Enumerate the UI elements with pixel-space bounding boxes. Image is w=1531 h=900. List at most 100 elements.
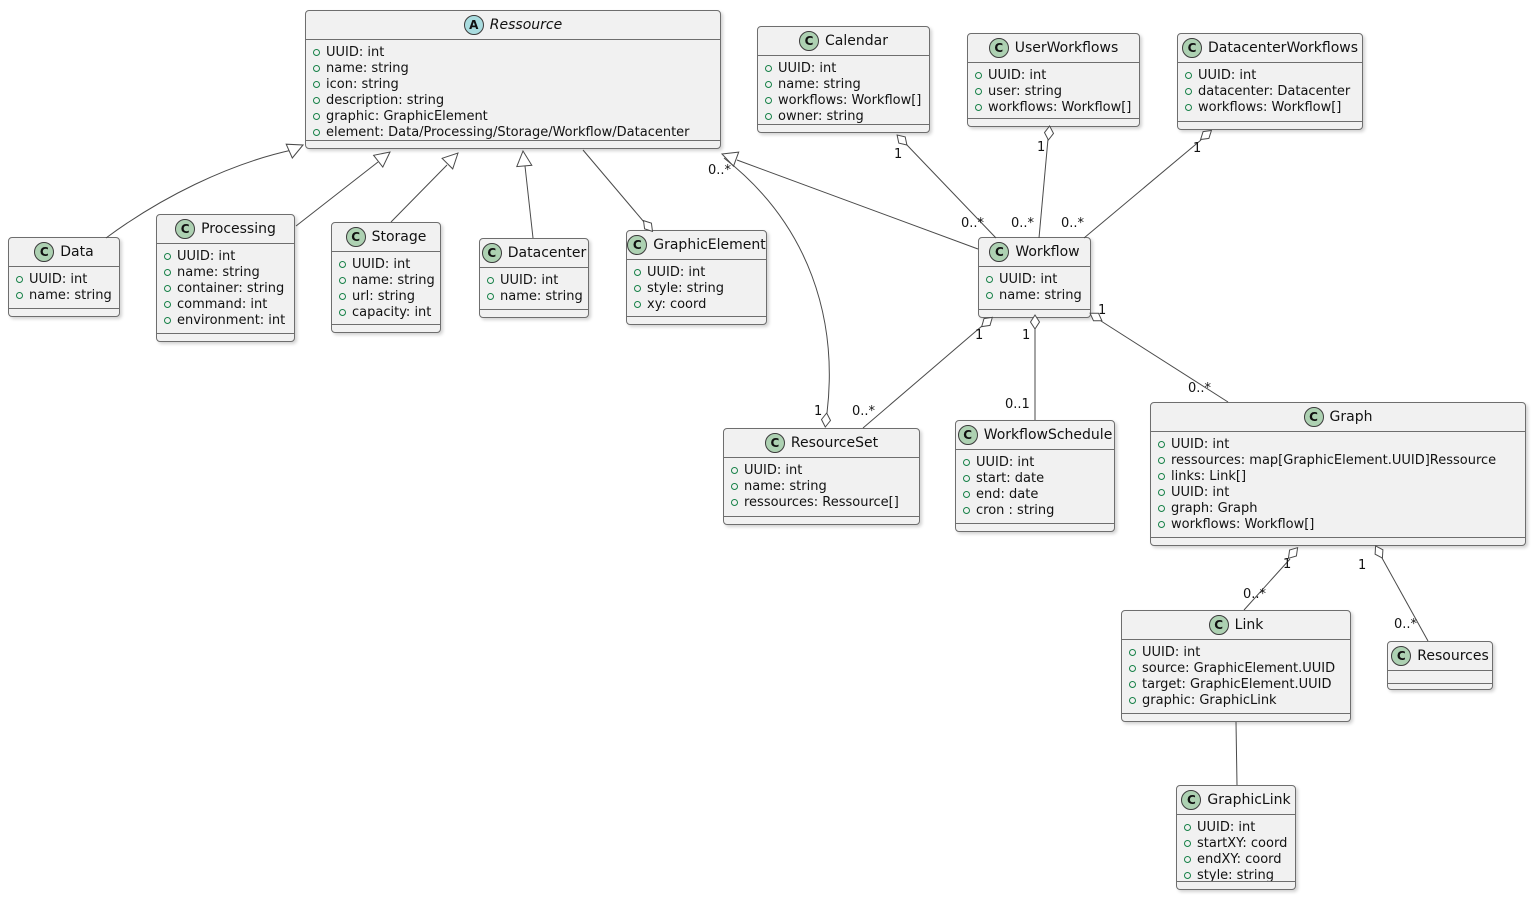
attribute-text: name: string — [177, 264, 260, 280]
class-icon: C — [1181, 38, 1202, 58]
methods-compartment — [1151, 537, 1525, 545]
attribute-text: command: int — [177, 296, 268, 312]
attribute-row: startXY: coord — [1184, 835, 1288, 851]
class-header: C Storage — [332, 223, 440, 252]
methods-compartment — [724, 516, 919, 524]
attribute-row: icon: string — [313, 76, 713, 92]
aggregation-diamond — [1089, 312, 1103, 322]
attribute-row: user: string — [975, 83, 1132, 99]
multiplicity-label: 1 — [1193, 141, 1201, 156]
multiplicity-label: 0..* — [1243, 587, 1267, 602]
multiplicity-label: 1 — [1283, 557, 1291, 572]
class-name: Link — [1234, 617, 1264, 633]
field-visibility-icon — [963, 474, 970, 482]
attribute-text: UUID: int — [500, 272, 559, 288]
multiplicity-label: 0..1 — [1005, 397, 1030, 412]
attribute-row: cron : string — [963, 502, 1107, 518]
attribute-text: links: Link[] — [1171, 468, 1247, 484]
attribute-row: UUID: int — [1184, 819, 1288, 835]
field-visibility-icon — [765, 96, 772, 104]
multiplicity-label: 1 — [975, 328, 983, 343]
class-name: GraphicLink — [1207, 792, 1291, 808]
attribute-row: UUID: int — [313, 44, 713, 60]
attribute-text: name: string — [326, 60, 409, 76]
attribute-text: ressources: map[GraphicElement.UUID]Ress… — [1171, 452, 1497, 468]
class-name: WorkflowSchedule — [983, 427, 1113, 443]
attribute-row: workflows: Workflow[] — [1185, 99, 1355, 115]
attribute-text: owner: string — [778, 108, 864, 124]
class-icon: C — [764, 433, 785, 453]
field-visibility-icon — [313, 96, 320, 104]
aggregation-diamond — [1287, 547, 1299, 559]
class-name: Workflow — [1015, 244, 1080, 260]
attribute-text: capacity: int — [352, 304, 432, 320]
attributes-compartment — [1388, 671, 1492, 683]
multiplicity-label: 0..* — [1061, 216, 1085, 231]
aggregation-diamond — [981, 316, 993, 328]
attribute-text: UUID: int — [1171, 484, 1230, 500]
methods-compartment — [1388, 683, 1492, 689]
attribute-text: target: GraphicElement.UUID — [1142, 676, 1332, 692]
class-icon: C — [1181, 790, 1202, 810]
field-visibility-icon — [1158, 456, 1165, 464]
class-name: Calendar — [825, 33, 888, 49]
attribute-text: UUID: int — [999, 271, 1058, 287]
attribute-row: UUID: int — [1158, 484, 1518, 500]
aggregation-diamond — [1374, 545, 1384, 559]
class-icon: C — [1208, 615, 1229, 635]
attribute-row: workflows: Workflow[] — [765, 92, 922, 108]
generalization-arrow — [285, 143, 305, 159]
attribute-row: workflows: Workflow[] — [1158, 516, 1518, 532]
methods-compartment — [968, 118, 1139, 126]
generalization-arrow — [516, 149, 533, 168]
attribute-text: UUID: int — [177, 248, 236, 264]
class-header: C Link — [1122, 611, 1350, 640]
class-icon: C — [989, 242, 1010, 262]
field-visibility-icon — [313, 128, 320, 136]
attribute-text: style: string — [1197, 867, 1275, 883]
class-name: Storage — [371, 229, 427, 245]
generalization-arrow — [441, 152, 459, 170]
methods-compartment — [1178, 121, 1362, 129]
field-visibility-icon — [1158, 488, 1165, 496]
attribute-text: element: Data/Processing/Storage/Workflo… — [326, 124, 690, 140]
attribute-text: name: string — [744, 478, 827, 494]
class-icon: C — [345, 227, 366, 247]
field-visibility-icon — [1158, 504, 1165, 512]
methods-compartment — [627, 316, 766, 324]
attribute-row: command: int — [164, 296, 287, 312]
field-visibility-icon — [1129, 696, 1136, 704]
field-visibility-icon — [975, 103, 982, 111]
field-visibility-icon — [164, 316, 171, 324]
field-visibility-icon — [1129, 648, 1136, 656]
attributes-compartment: UUID: int ressources: map[GraphicElement.… — [1151, 432, 1525, 537]
class-icon: C — [1391, 646, 1412, 666]
edge-ressource-graphicelement — [582, 149, 645, 223]
generalization-arrow — [372, 151, 391, 169]
attribute-text: UUID: int — [1142, 644, 1201, 660]
attribute-text: url: string — [352, 288, 416, 304]
field-visibility-icon — [313, 80, 320, 88]
field-visibility-icon — [634, 268, 641, 276]
field-visibility-icon — [731, 498, 738, 506]
attribute-text: description: string — [326, 92, 445, 108]
attribute-text: UUID: int — [352, 256, 411, 272]
